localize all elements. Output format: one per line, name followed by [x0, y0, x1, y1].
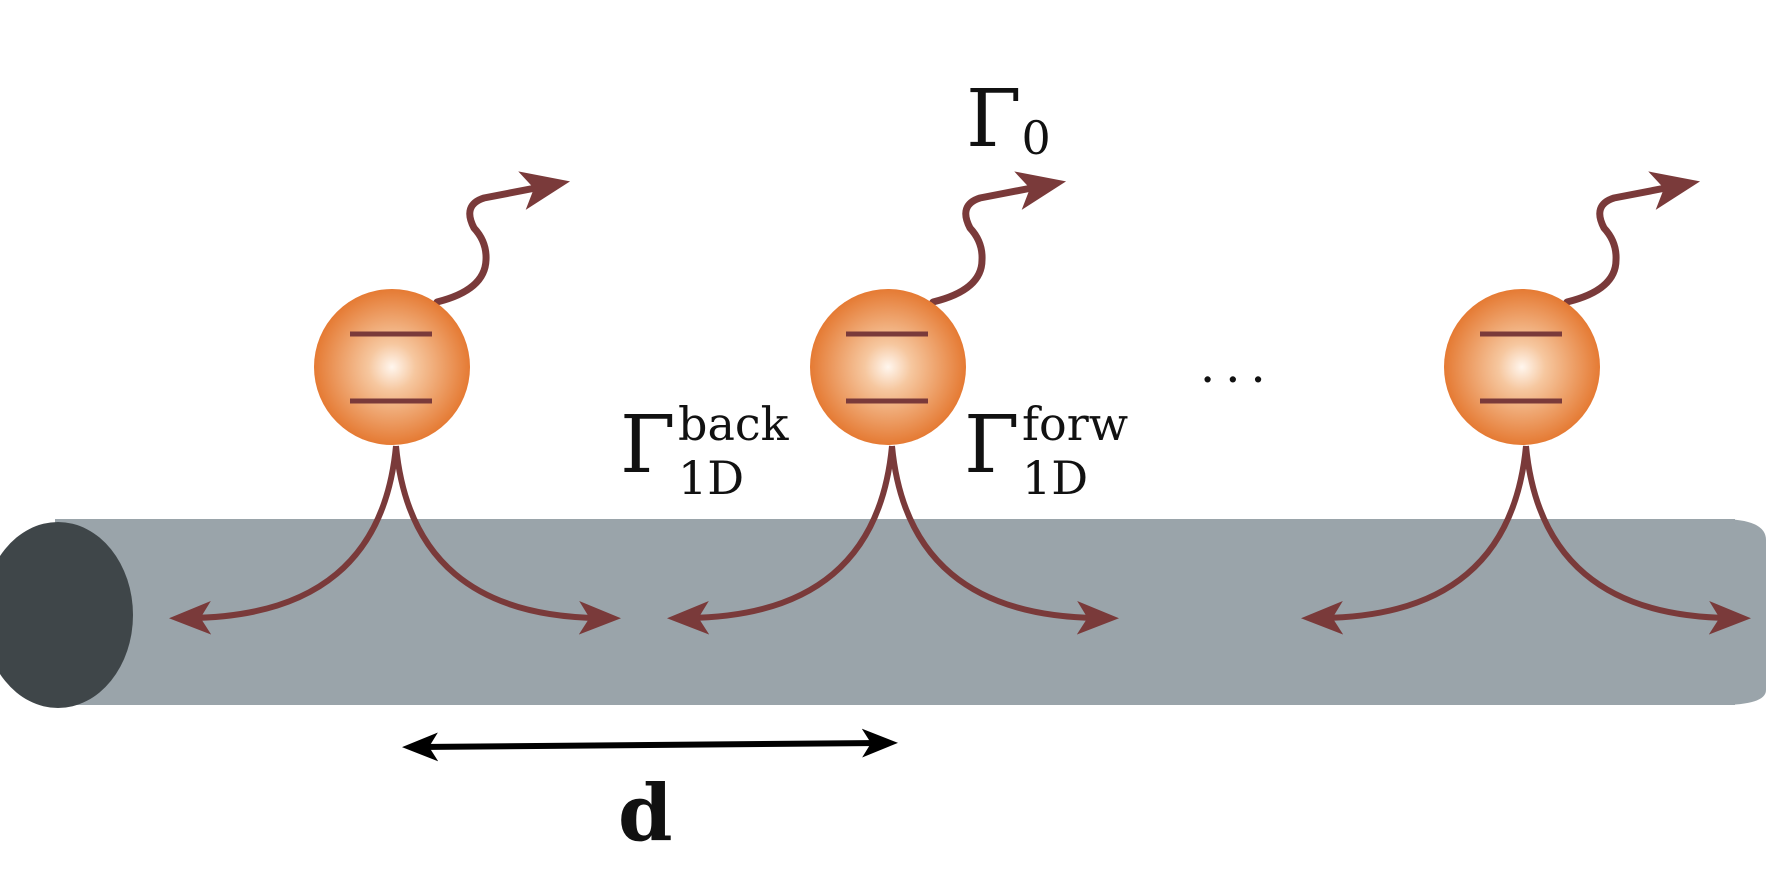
atom	[1444, 289, 1600, 445]
gamma-symbol: Γ	[620, 398, 676, 491]
forward-emission-arrow	[889, 445, 1119, 635]
waveguide-right-cap	[1720, 519, 1766, 705]
gamma-symbol: Γ	[966, 72, 1022, 165]
free-space-emission-arrow	[929, 171, 1067, 306]
backward-decay-superscript: back	[678, 397, 790, 451]
forward-decay-label: Γ	[964, 398, 1020, 491]
free-space-emission-arrow	[433, 171, 571, 306]
backward-decay-subscript: 1D	[678, 451, 744, 505]
forward-decay-subscript: 1D	[1022, 451, 1088, 505]
backward-decay-label: Γ	[620, 398, 676, 491]
forward-decay-superscript: forw	[1022, 397, 1128, 451]
forward-emission-arrow	[1523, 445, 1751, 635]
emitter-1	[169, 171, 621, 635]
atom	[314, 289, 470, 445]
forward-emission-arrow	[393, 445, 621, 635]
ellipsis: ···	[1200, 352, 1276, 408]
backward-emission-arrow	[169, 445, 399, 635]
waveguide-body	[55, 519, 1735, 705]
spacing-arrow	[402, 728, 898, 762]
backward-emission-arrow	[1301, 445, 1529, 635]
spacing-label: d	[618, 768, 673, 859]
free-space-emission-arrow	[1563, 171, 1701, 306]
emitter-3	[1301, 171, 1751, 635]
atom	[810, 289, 966, 445]
emitter-2	[667, 171, 1119, 635]
subscript: 0	[1022, 111, 1051, 165]
gamma-symbol: Γ	[964, 398, 1020, 491]
free-space-decay-label: Γ0	[966, 72, 1051, 165]
backward-emission-arrow	[667, 445, 895, 635]
waveguide-end-face	[0, 522, 133, 708]
waveguide	[0, 519, 1766, 708]
